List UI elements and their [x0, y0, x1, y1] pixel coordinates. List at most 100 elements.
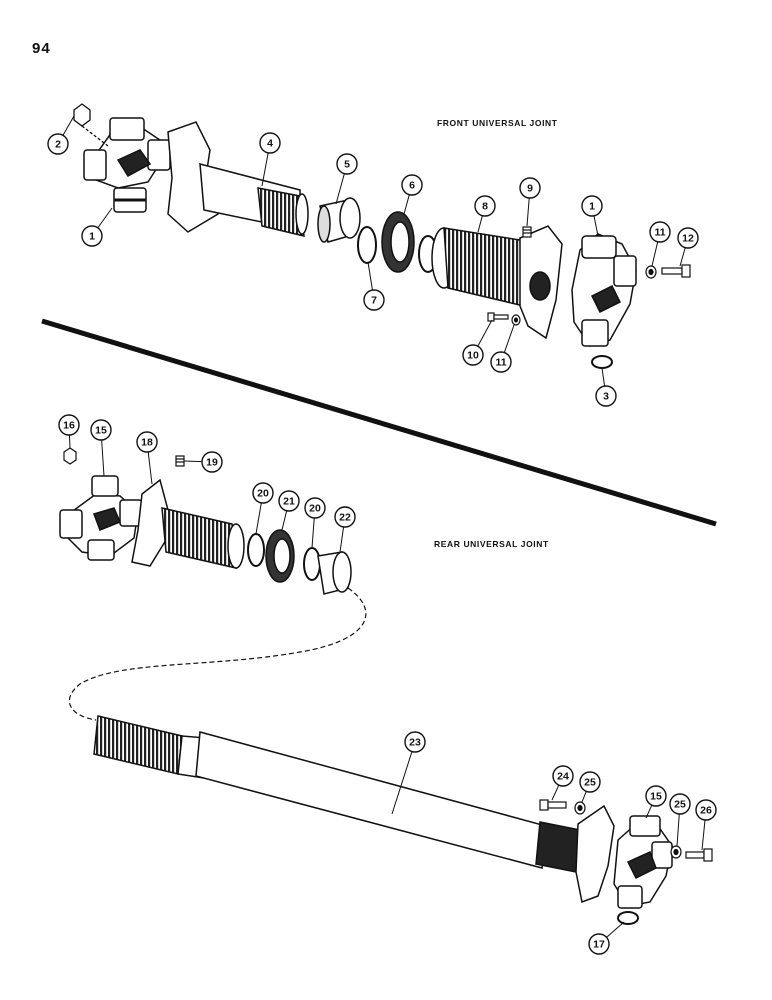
callout-leader-line	[391, 751, 413, 815]
callout-number: 20	[309, 503, 321, 515]
callout-leader-line	[701, 819, 706, 851]
callout-number: 9	[527, 183, 533, 195]
callout-number: 25	[674, 799, 686, 811]
callout-number: 8	[482, 201, 488, 213]
callout-leader-line	[477, 319, 493, 347]
callout-number: 25	[584, 777, 596, 789]
callout-circle	[474, 195, 496, 217]
callout-leader-line	[255, 502, 262, 535]
callout-leader-line	[526, 197, 530, 227]
callout-number: 19	[206, 457, 218, 469]
callout-circle	[259, 132, 281, 154]
callout-number: 12	[682, 233, 694, 245]
callout-number: 26	[700, 805, 712, 817]
callout-24: 24	[551, 765, 574, 801]
bolt-part-12	[661, 264, 691, 278]
callout-circle	[677, 227, 699, 249]
callout-number: 16	[63, 420, 75, 432]
callout-number: 6	[409, 180, 415, 192]
callout-number: 2	[55, 139, 61, 151]
callout-circle	[695, 799, 717, 821]
callout-leader-line	[261, 152, 269, 187]
continuation-dashed-line	[68, 587, 367, 721]
callout-number: 24	[557, 771, 569, 783]
callout-7: 7	[363, 261, 385, 311]
callout-number: 1	[89, 231, 95, 243]
seal-ring-part-17	[617, 911, 639, 925]
grease-fitting-part-9	[522, 226, 532, 238]
yoke-rear	[131, 478, 245, 569]
callout-25: 25	[669, 793, 691, 847]
callout-circle	[47, 133, 69, 155]
section-divider	[41, 318, 717, 527]
callout-11: 11	[490, 324, 515, 373]
callout-leader-line	[679, 247, 686, 267]
callout-leader-line	[651, 241, 659, 267]
callout-leader-line	[62, 115, 75, 136]
callout-leader-line	[551, 784, 560, 801]
callout-15: 15	[90, 419, 112, 477]
callout-circle	[645, 785, 667, 807]
callout-circle	[519, 177, 541, 199]
callout-circle	[81, 225, 103, 247]
callout-leader-line	[339, 526, 345, 553]
callout-leader-line	[183, 460, 203, 463]
plug-part-19	[175, 455, 185, 467]
callout-2: 2	[47, 115, 75, 155]
washer-part-25-left	[574, 801, 586, 815]
callout-9: 9	[519, 177, 541, 227]
callout-circle	[649, 221, 671, 243]
callout-leader-line	[147, 451, 153, 485]
callout-15: 15	[645, 785, 667, 819]
callout-circle	[363, 289, 385, 311]
callout-17: 17	[588, 921, 625, 955]
callout-10: 10	[462, 319, 493, 366]
callout-number: 1	[589, 201, 595, 213]
callout-number: 18	[141, 437, 153, 449]
callout-leader-line	[676, 813, 680, 847]
callout-circle	[552, 765, 574, 787]
callout-leader-line	[97, 207, 113, 229]
bolt-part-10	[487, 312, 509, 322]
callout-4: 4	[259, 132, 281, 187]
grease-fitting-part-16	[63, 447, 77, 465]
washer-part-11-upper	[645, 265, 657, 279]
callout-leader-line	[101, 439, 105, 477]
rear-universal-joint-title: REAR UNIVERSAL JOINT	[434, 539, 549, 549]
callout-5: 5	[335, 153, 358, 205]
callout-number: 11	[495, 357, 506, 369]
callout-6: 6	[401, 174, 423, 215]
callout-16: 16	[58, 414, 80, 449]
callout-25: 25	[579, 771, 601, 803]
callout-leader-line	[403, 194, 410, 215]
callout-22: 22	[334, 506, 356, 553]
callout-circle	[252, 482, 274, 504]
callout-circle	[669, 793, 691, 815]
callout-leader-line	[606, 921, 625, 938]
callout-leader-line	[581, 791, 587, 803]
bolt-part-26	[685, 848, 713, 862]
callout-3: 3	[595, 367, 617, 407]
callout-circle	[58, 414, 80, 436]
washer-part-11-lower	[511, 314, 521, 326]
callout-19: 19	[183, 451, 223, 473]
callout-circle	[201, 451, 223, 473]
universal-cross-left	[83, 117, 171, 213]
callout-number: 23	[409, 737, 421, 749]
callout-circle	[401, 174, 423, 196]
callout-21: 21	[278, 490, 300, 531]
front-universal-joint-title: FRONT UNIVERSAL JOINT	[437, 118, 558, 128]
callout-number: 5	[344, 159, 350, 171]
callout-circle	[581, 195, 603, 217]
callout-20: 20	[252, 482, 274, 535]
callout-number: 15	[95, 425, 107, 437]
callout-number: 11	[654, 227, 665, 239]
callout-leader-line	[645, 804, 653, 819]
callout-circle	[579, 771, 601, 793]
callout-circle	[90, 419, 112, 441]
callout-circle	[404, 731, 426, 753]
callout-23: 23	[391, 731, 426, 815]
